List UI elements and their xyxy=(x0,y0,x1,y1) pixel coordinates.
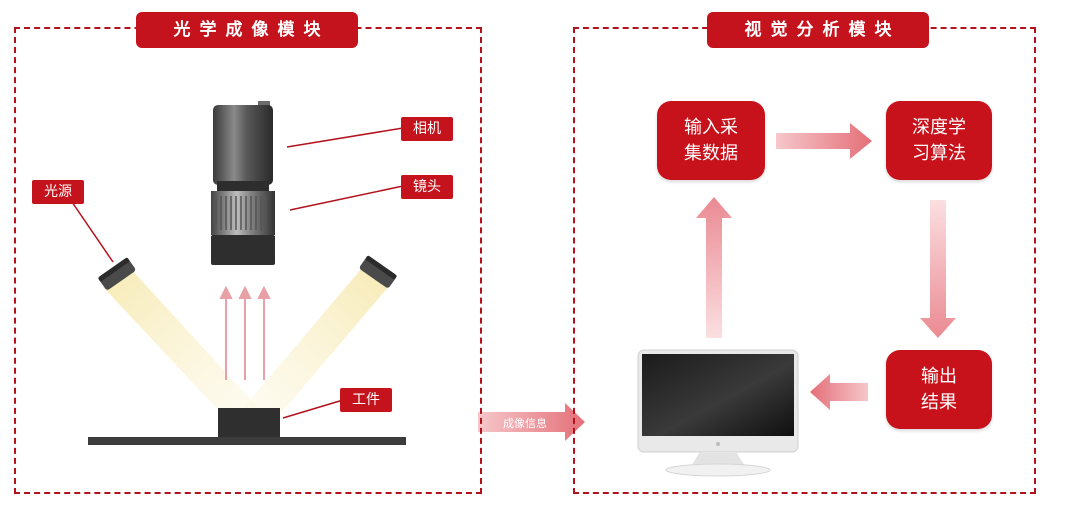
monitor xyxy=(637,349,799,477)
arrow-monitor-to-input xyxy=(696,197,732,338)
optical-module-title: 光学成像模块 xyxy=(136,12,358,48)
light-source-left xyxy=(98,257,136,290)
reflection-arrows xyxy=(219,285,271,380)
workpiece xyxy=(218,408,280,437)
workpiece-label: 工件 xyxy=(340,388,392,412)
flow-arrow-imaging xyxy=(478,403,585,441)
light-source-label: 光源 xyxy=(32,180,84,204)
light-source-right xyxy=(359,255,397,288)
optical-module-frame xyxy=(14,27,482,494)
leader-lines xyxy=(71,127,404,419)
output-result-node: 输出结果 xyxy=(886,350,992,429)
deep-learning-node-text: 深度学习算法 xyxy=(912,116,966,164)
input-data-node-text: 输入采集数据 xyxy=(684,116,738,164)
input-data-node: 输入采集数据 xyxy=(657,101,765,180)
imaging-info-label: 成像信息 xyxy=(503,417,547,430)
arrow-input-to-deep xyxy=(776,123,872,159)
arrow-output-to-monitor xyxy=(810,374,868,410)
vision-module-title: 视觉分析模块 xyxy=(707,12,929,48)
output-result-node-text: 输出结果 xyxy=(921,365,957,413)
lens-label: 镜头 xyxy=(401,175,453,199)
deep-learning-node: 深度学习算法 xyxy=(886,101,992,180)
arrow-deep-to-output xyxy=(920,200,956,338)
camera xyxy=(213,101,273,191)
camera-label: 相机 xyxy=(401,117,453,141)
light-beam-right xyxy=(240,268,390,412)
lens xyxy=(211,191,275,265)
stage-platform xyxy=(88,437,406,445)
light-beam-left xyxy=(103,268,262,412)
